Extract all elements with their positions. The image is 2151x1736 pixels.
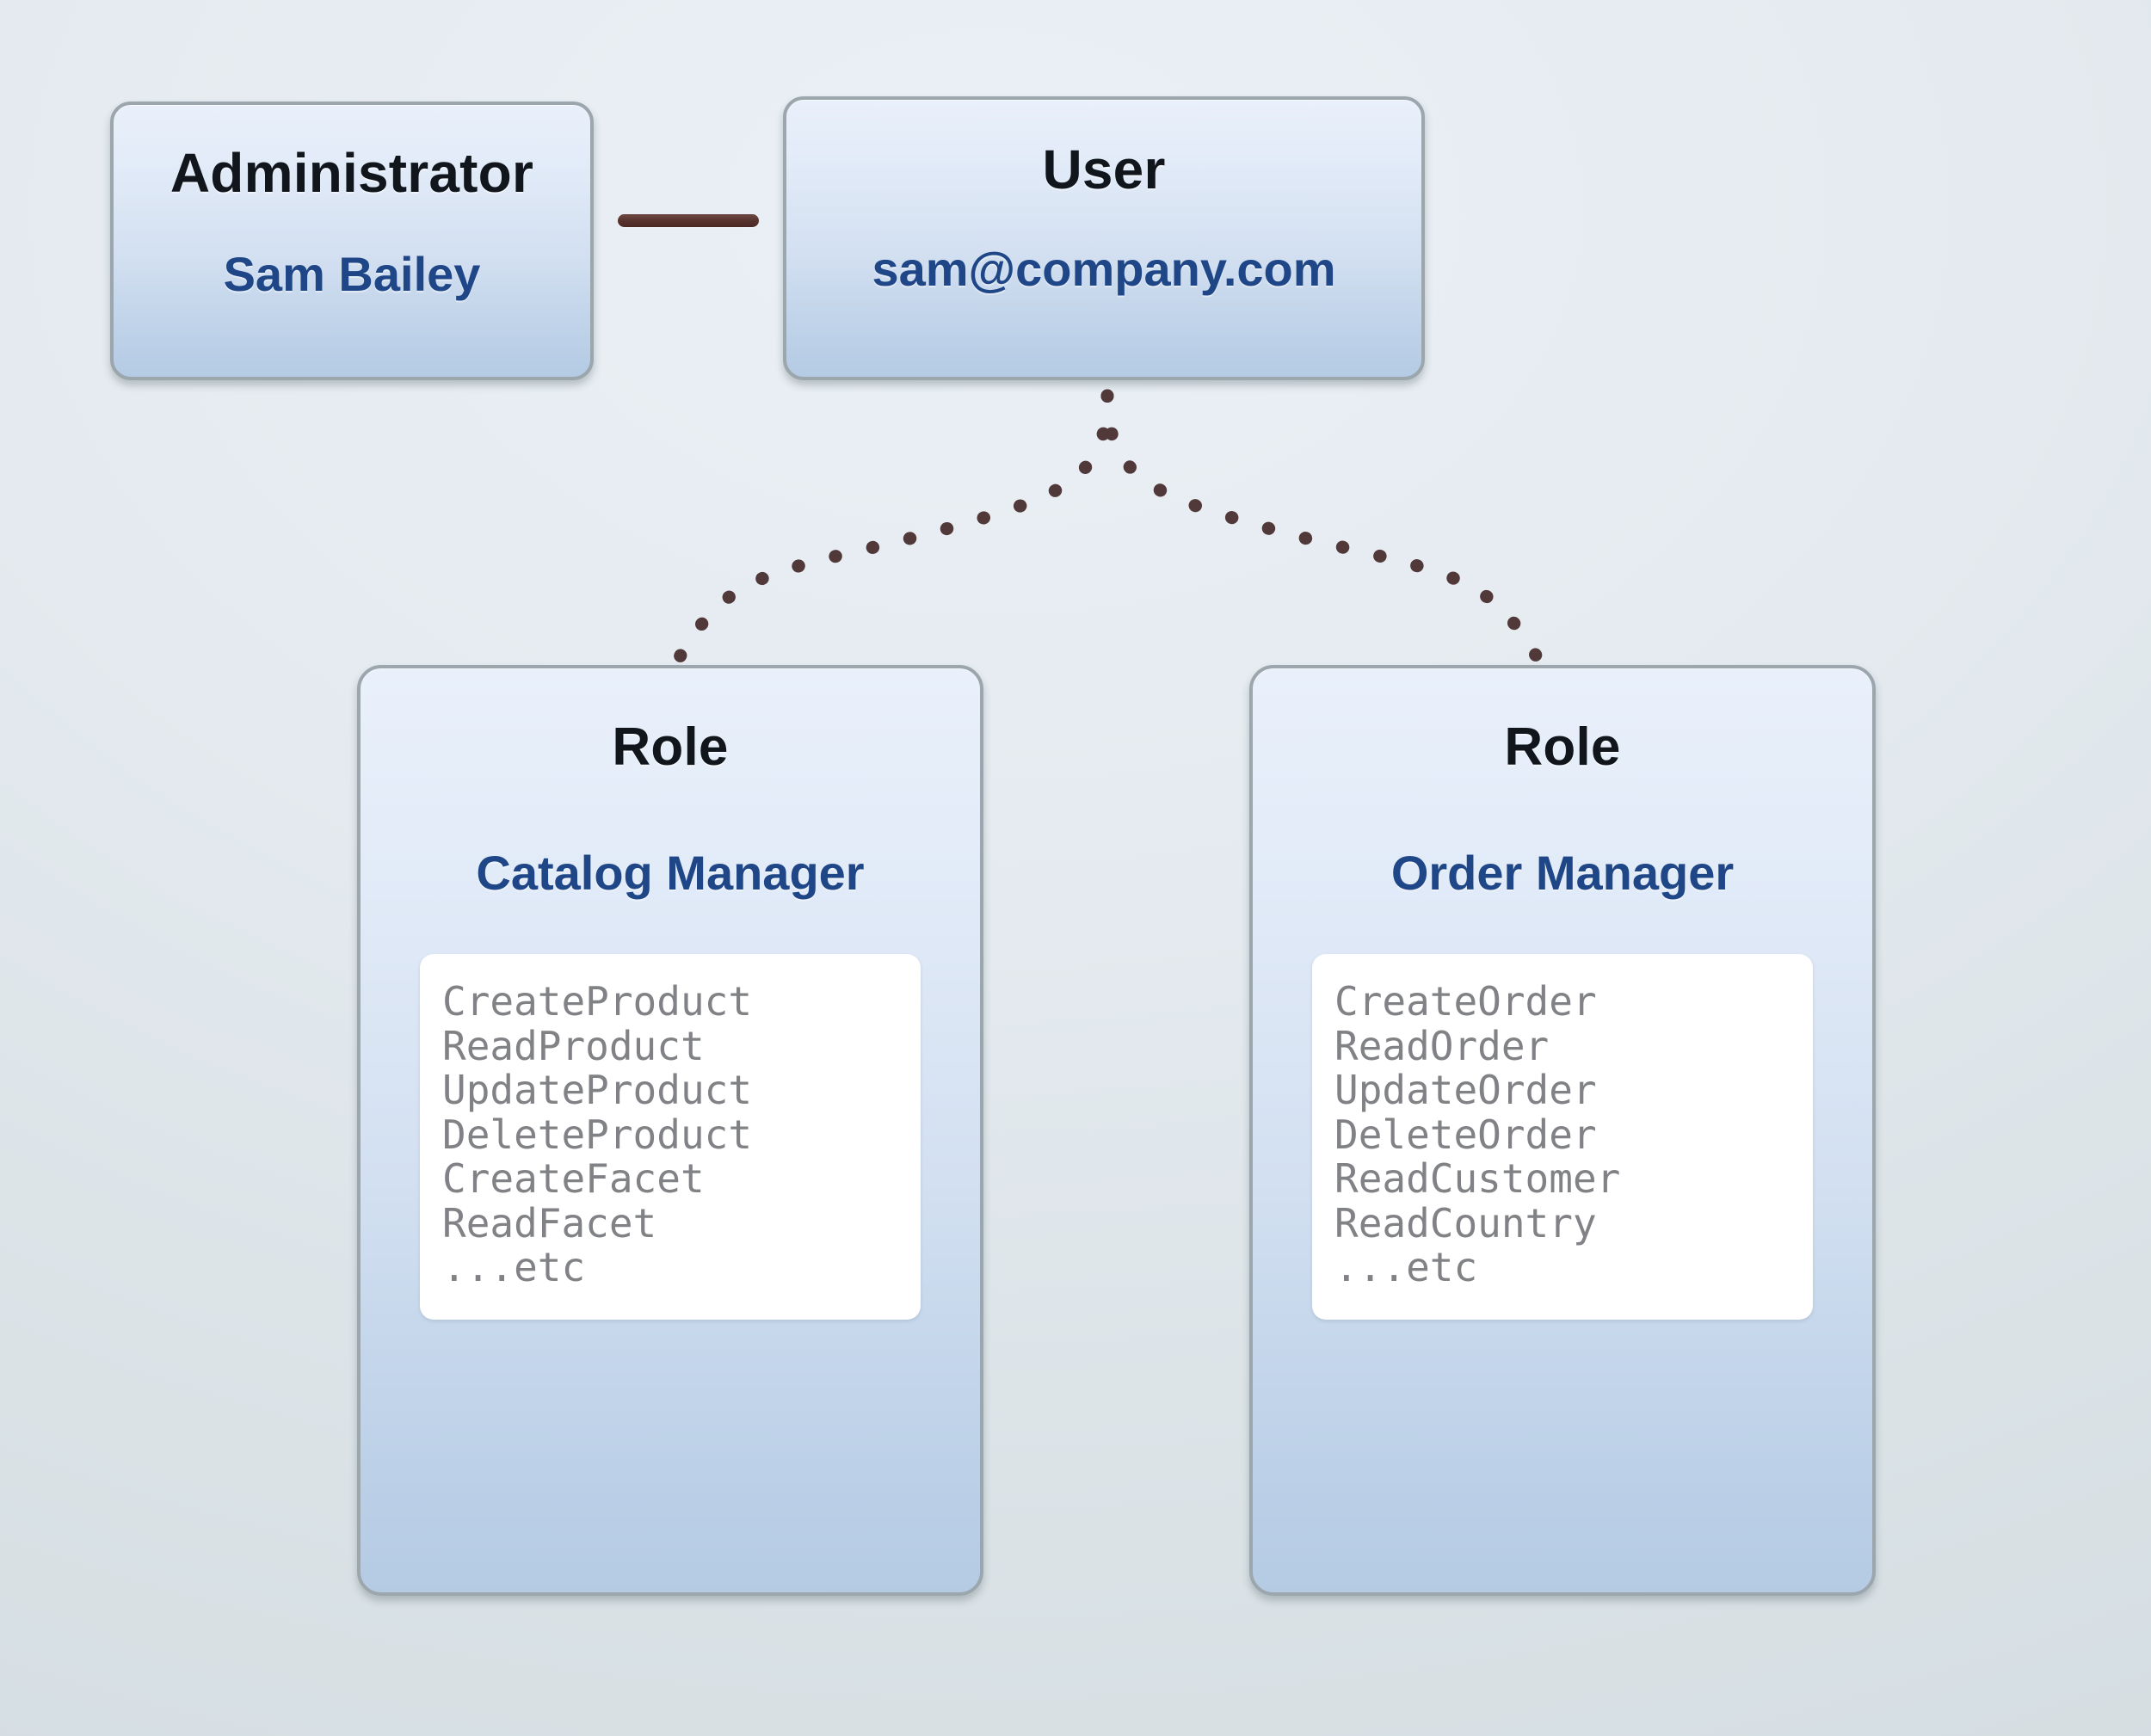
permission-item: DeleteOrder: [1334, 1111, 1597, 1158]
dotted-connector-right: [1100, 389, 1556, 695]
permission-item: ...etc: [1334, 1244, 1478, 1291]
role-name-label: Catalog Manager: [476, 846, 865, 900]
administrator-type-label: Administrator: [169, 142, 534, 204]
role-type-label: Role: [612, 717, 729, 777]
user-node[interactable]: User sam@company.com: [783, 96, 1425, 380]
role-node-catalog-manager[interactable]: Role Catalog Manager CreateProduct ReadP…: [357, 665, 983, 1596]
permission-panel: CreateOrder ReadOrder UpdateOrder Delete…: [1312, 954, 1813, 1320]
permission-item: ReadOrder: [1334, 1022, 1550, 1069]
user-email-label: sam@company.com: [872, 242, 1336, 296]
role-name-label: Order Manager: [1390, 846, 1735, 900]
permission-item: CreateFacet: [442, 1155, 705, 1203]
permission-list: CreateProduct ReadProduct UpdateProduct …: [420, 978, 921, 1291]
dotted-connector-left: [660, 389, 1114, 695]
administrator-name-label: Sam Bailey: [223, 247, 481, 301]
administrator-node[interactable]: Administrator Sam Bailey: [110, 102, 594, 380]
permission-item: ReadCountry: [1334, 1199, 1597, 1247]
administrator-user-connector: [618, 214, 759, 227]
permission-item: CreateProduct: [442, 978, 753, 1025]
permission-item: UpdateOrder: [1334, 1067, 1597, 1114]
role-type-label: Role: [1504, 717, 1621, 777]
permission-panel: CreateProduct ReadProduct UpdateProduct …: [420, 954, 921, 1320]
permission-item: UpdateProduct: [442, 1067, 753, 1114]
permission-item: CreateOrder: [1334, 978, 1597, 1025]
permission-list: CreateOrder ReadOrder UpdateOrder Delete…: [1312, 978, 1813, 1291]
role-node-order-manager[interactable]: Role Order Manager CreateOrder ReadOrder…: [1249, 665, 1876, 1596]
permission-item: ...etc: [442, 1244, 586, 1291]
permission-item: DeleteProduct: [442, 1111, 753, 1158]
permission-item: ReadCustomer: [1334, 1155, 1621, 1203]
permission-item: ReadFacet: [442, 1199, 657, 1247]
user-type-label: User: [1042, 139, 1166, 200]
permission-item: ReadProduct: [442, 1022, 705, 1069]
